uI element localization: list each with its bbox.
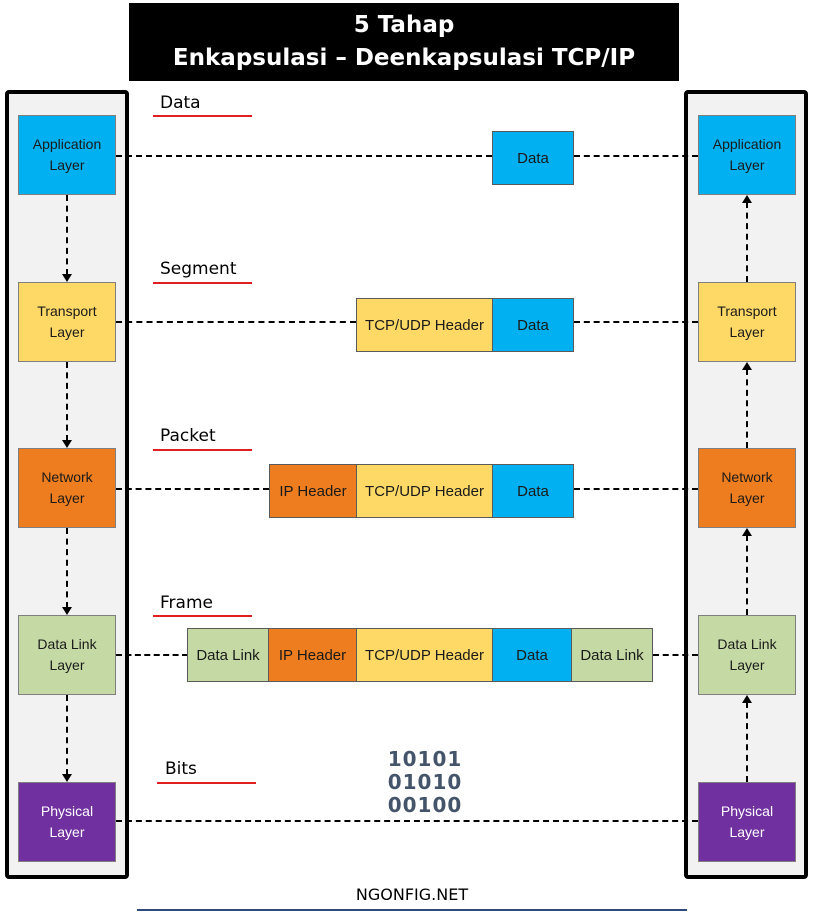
diagram-title: 5 Tahap Enkapsulasi – Deenkapsulasi TCP/… [129, 3, 679, 81]
decapsulation-arrow-up [742, 695, 752, 782]
pdu-cell-tcp-udp-header: TCP/UDP Header [356, 628, 493, 682]
pdu-cell-data-link-header: Data Link [187, 628, 269, 682]
pdu-cell-tcp-udp-header: TCP/UDP Header [356, 298, 493, 352]
pdu-label-underline [153, 115, 252, 117]
dash-line-transport-right [574, 321, 698, 323]
layer-name: Application [32, 136, 102, 152]
title-line-1: 5 Tahap [353, 12, 455, 38]
encapsulation-arrow-down [62, 528, 72, 615]
decapsulation-arrow-up [742, 195, 752, 282]
layer-suffix: Layer [729, 657, 765, 673]
bits-row: 10101 [387, 747, 463, 771]
pdu-cell-data-link-trailer: Data Link [571, 628, 653, 682]
layer-name: Physical [720, 803, 774, 819]
pdu-label-data: Data [160, 93, 201, 113]
footer-credit: NGONFIG.NET [355, 885, 469, 904]
pdu-label-frame: Frame [160, 593, 213, 613]
pdu-cell-data: Data [492, 628, 572, 682]
layer-name: Data Link [37, 636, 97, 652]
layer-name: Application [712, 136, 782, 152]
pdu-label-packet: Packet [160, 426, 216, 446]
layer-suffix: Layer [729, 324, 765, 340]
layer-name: Transport [717, 303, 777, 319]
pdu-label-segment: Segment [160, 259, 237, 279]
dash-line-transport-left [116, 321, 356, 323]
footer-underline [137, 909, 687, 911]
pdu-label-underline [153, 282, 252, 284]
layer-name: Data Link [717, 636, 777, 652]
layer-suffix: Layer [49, 324, 85, 340]
layer-suffix: Layer [49, 490, 85, 506]
layer-suffix: Layer [729, 157, 765, 173]
pdu-label-underline [153, 615, 252, 617]
pdu-cell-data: Data [492, 131, 574, 185]
title-line-2: Enkapsulasi – Deenkapsulasi TCP/IP [172, 45, 636, 71]
dash-line-network-right [574, 488, 698, 490]
dash-line-datalink-left [116, 654, 188, 656]
layer-name: Network [721, 469, 773, 485]
layer-suffix: Layer [729, 824, 765, 840]
encapsulation-arrow-down [62, 695, 72, 782]
dash-line-application-left [116, 155, 492, 157]
layer-suffix: Layer [49, 657, 85, 673]
layer-name: Physical [40, 803, 94, 819]
layer-name: Network [41, 469, 93, 485]
decapsulation-arrow-up [742, 528, 752, 615]
pdu-label-bits: Bits [165, 759, 197, 779]
encapsulation-arrow-down [62, 362, 72, 448]
dash-line-datalink-right [653, 654, 698, 656]
layer-name: Transport [37, 303, 97, 319]
bits-row: 01010 [387, 770, 463, 794]
layer-suffix: Layer [49, 157, 85, 173]
dash-line-physical [116, 820, 698, 822]
decapsulation-arrow-up [742, 362, 752, 448]
encapsulation-arrow-down [62, 195, 72, 282]
pdu-cell-ip-header: IP Header [269, 464, 357, 518]
pdu-label-underline [153, 449, 252, 451]
pdu-cell-tcp-udp-header: TCP/UDP Header [356, 464, 493, 518]
pdu-cell-data: Data [492, 298, 574, 352]
pdu-cell-ip-header: IP Header [268, 628, 357, 682]
dash-line-application-right [574, 155, 698, 157]
layer-suffix: Layer [729, 490, 765, 506]
pdu-label-underline [157, 782, 256, 784]
pdu-cell-data: Data [492, 464, 574, 518]
bits-row: 00100 [387, 793, 463, 817]
dash-line-network-left [116, 488, 269, 490]
layer-suffix: Layer [49, 824, 85, 840]
bits-stream: 10101 01010 00100 [370, 748, 480, 817]
